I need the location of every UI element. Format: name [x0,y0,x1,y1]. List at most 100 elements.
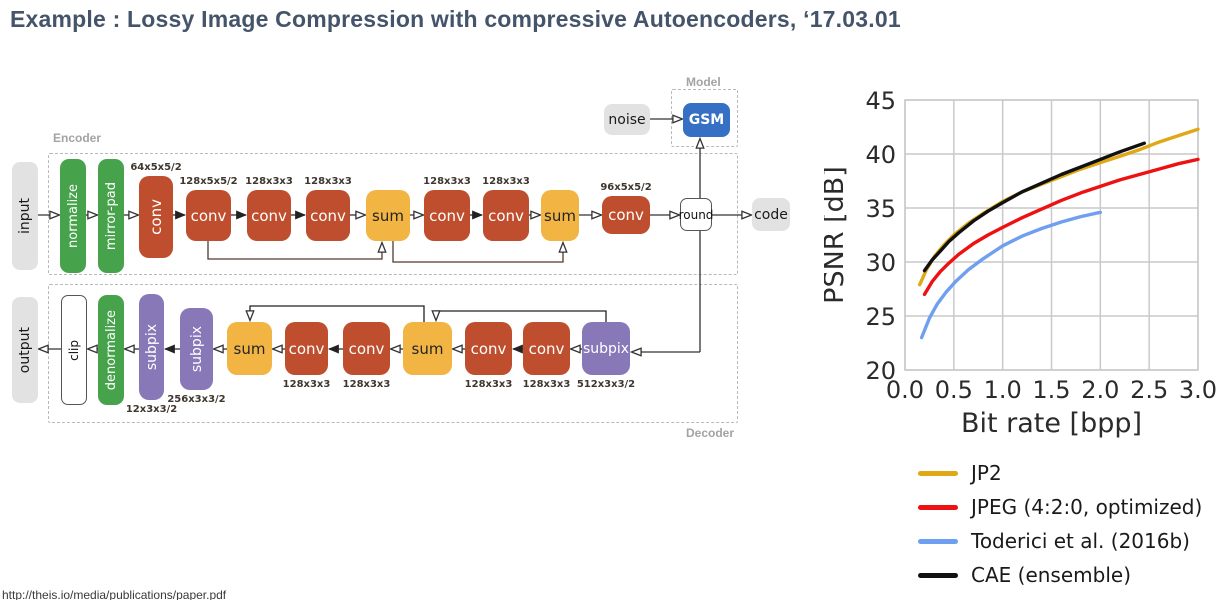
node-round: round [678,198,714,231]
layer-spec-label: 256x3x3/2 [167,394,226,405]
legend-item-jpeg-4-2-0-optimized: JPEG (4:2:0, optimized) [918,490,1202,524]
node-subpix1: subpix [139,294,164,400]
layer-spec-label: 128x5x5/2 [179,176,238,187]
node-label: GSM [688,112,725,128]
series-line-toderici-et-al-2016b [919,210,1102,340]
y-tick-label: 40 [865,141,896,169]
node-label: denormalize [103,309,119,391]
legend-swatch [918,538,958,544]
autoencoder-architecture-diagram: Encoder Decoder Model input normalize mirr… [0,0,800,460]
node-input: input [12,162,38,270]
x-tick-label: 3.0 [1179,376,1217,404]
y-tick-label: 35 [865,195,896,223]
node-label: conv [608,206,644,224]
y-tick-label: 45 [865,87,896,115]
encoder-box [48,153,738,275]
layer-spec-label: 128x3x3 [423,176,471,187]
node-sum2: sum [541,190,579,241]
node-label: conv [251,206,287,225]
node-label: conv [190,206,227,225]
layer-spec-label: 64x5x5/2 [130,162,182,173]
node-label: normalize [65,184,81,248]
page-title: Example : Lossy Image Compression with c… [10,6,901,32]
layer-spec-label: 128x3x3 [282,379,331,390]
node-clip: clip [61,295,87,405]
legend-label: CAE (ensemble) [971,563,1131,587]
plot-frame [904,99,1199,371]
node-conv2: conv [186,190,231,241]
node-conv11: conv [523,322,570,375]
node-label: conv [429,206,465,225]
node-normalize: normalize [60,159,86,273]
legend-label: JPEG (4:2:0, optimized) [971,495,1203,519]
node-label: sum [544,206,576,225]
node-conv7: conv [602,196,650,234]
node-label: input [17,197,33,234]
y-tick-label: 25 [865,303,896,331]
node-label: sum [233,339,266,358]
legend-swatch [918,470,958,476]
series-line-cae-ensemble [922,141,1146,273]
node-label: conv [528,339,565,358]
layer-spec-label: 96x5x5/2 [600,182,652,193]
legend-item-jp2: JP2 [918,456,1202,490]
x-tick-label: 1.5 [1032,376,1070,404]
node-label: code [754,206,788,223]
legend-label: JP2 [971,461,1002,485]
node-sum1: sum [366,190,410,241]
layer-spec-label: 128x3x3 [342,379,391,390]
legend-label: Toderici et al. (2016b) [971,529,1190,553]
decoder-label: Decoder [686,426,735,440]
node-mirrorpad: mirror-pad [98,159,124,273]
x-axis-label: Bit rate [bpp] [961,408,1142,439]
node-label: subpix [582,340,630,357]
node-label: sum [372,206,404,225]
layer-spec-label: 128x3x3 [482,176,530,187]
x-tick-label: 0.5 [935,376,973,404]
node-label: mirror-pad [103,181,119,251]
node-label: conv [470,339,507,358]
node-denormalize: denormalize [98,295,124,405]
layer-spec-label: 128x3x3 [522,379,571,390]
layer-spec-label: 512x3x3/2 [576,379,636,390]
layer-spec-label: 12x3x3/2 [125,404,178,415]
node-label: conv [488,206,524,225]
node-label: conv [147,199,165,235]
node-code: code [752,198,790,231]
layer-spec-label: 128x3x3 [304,176,352,187]
node-output: output [12,297,38,403]
x-tick-label: 0.0 [886,376,924,404]
node-label: conv [288,339,325,358]
node-conv5: conv [424,190,470,241]
legend-swatch [918,504,958,510]
node-label: subpix [188,325,205,373]
layer-spec-label: 128x3x3 [245,176,293,187]
source-url: http://theis.io/media/publications/paper… [2,588,227,600]
node-label: clip [67,339,81,361]
node-label: sum [411,339,444,358]
node-label: subpix [143,323,160,371]
node-label: output [17,326,33,374]
node-conv1: conv [139,176,173,258]
encoder-label: Encoder [53,131,102,145]
node-label: round [678,207,714,222]
node-gsm: GSM [683,103,730,137]
series-line-jpeg-4-2-0-optimized [922,157,1200,297]
legend-item-toderici-et-al-2016b: Toderici et al. (2016b) [918,524,1202,558]
model-label: Model [686,75,721,89]
node-noise: noise [604,104,650,135]
node-sum4: sum [403,322,452,375]
node-subpix3: subpix [582,322,630,375]
y-tick-label: 30 [865,249,896,277]
node-subpix2: subpix [180,308,213,390]
node-conv4: conv [306,190,350,241]
node-sum3: sum [227,322,272,375]
y-tick-label: 20 [865,357,896,385]
node-label: conv [348,339,385,358]
legend-swatch [918,572,958,578]
node-conv3: conv [247,190,291,241]
x-tick-label: 2.0 [1081,376,1119,404]
x-tick-label: 2.5 [1130,376,1168,404]
